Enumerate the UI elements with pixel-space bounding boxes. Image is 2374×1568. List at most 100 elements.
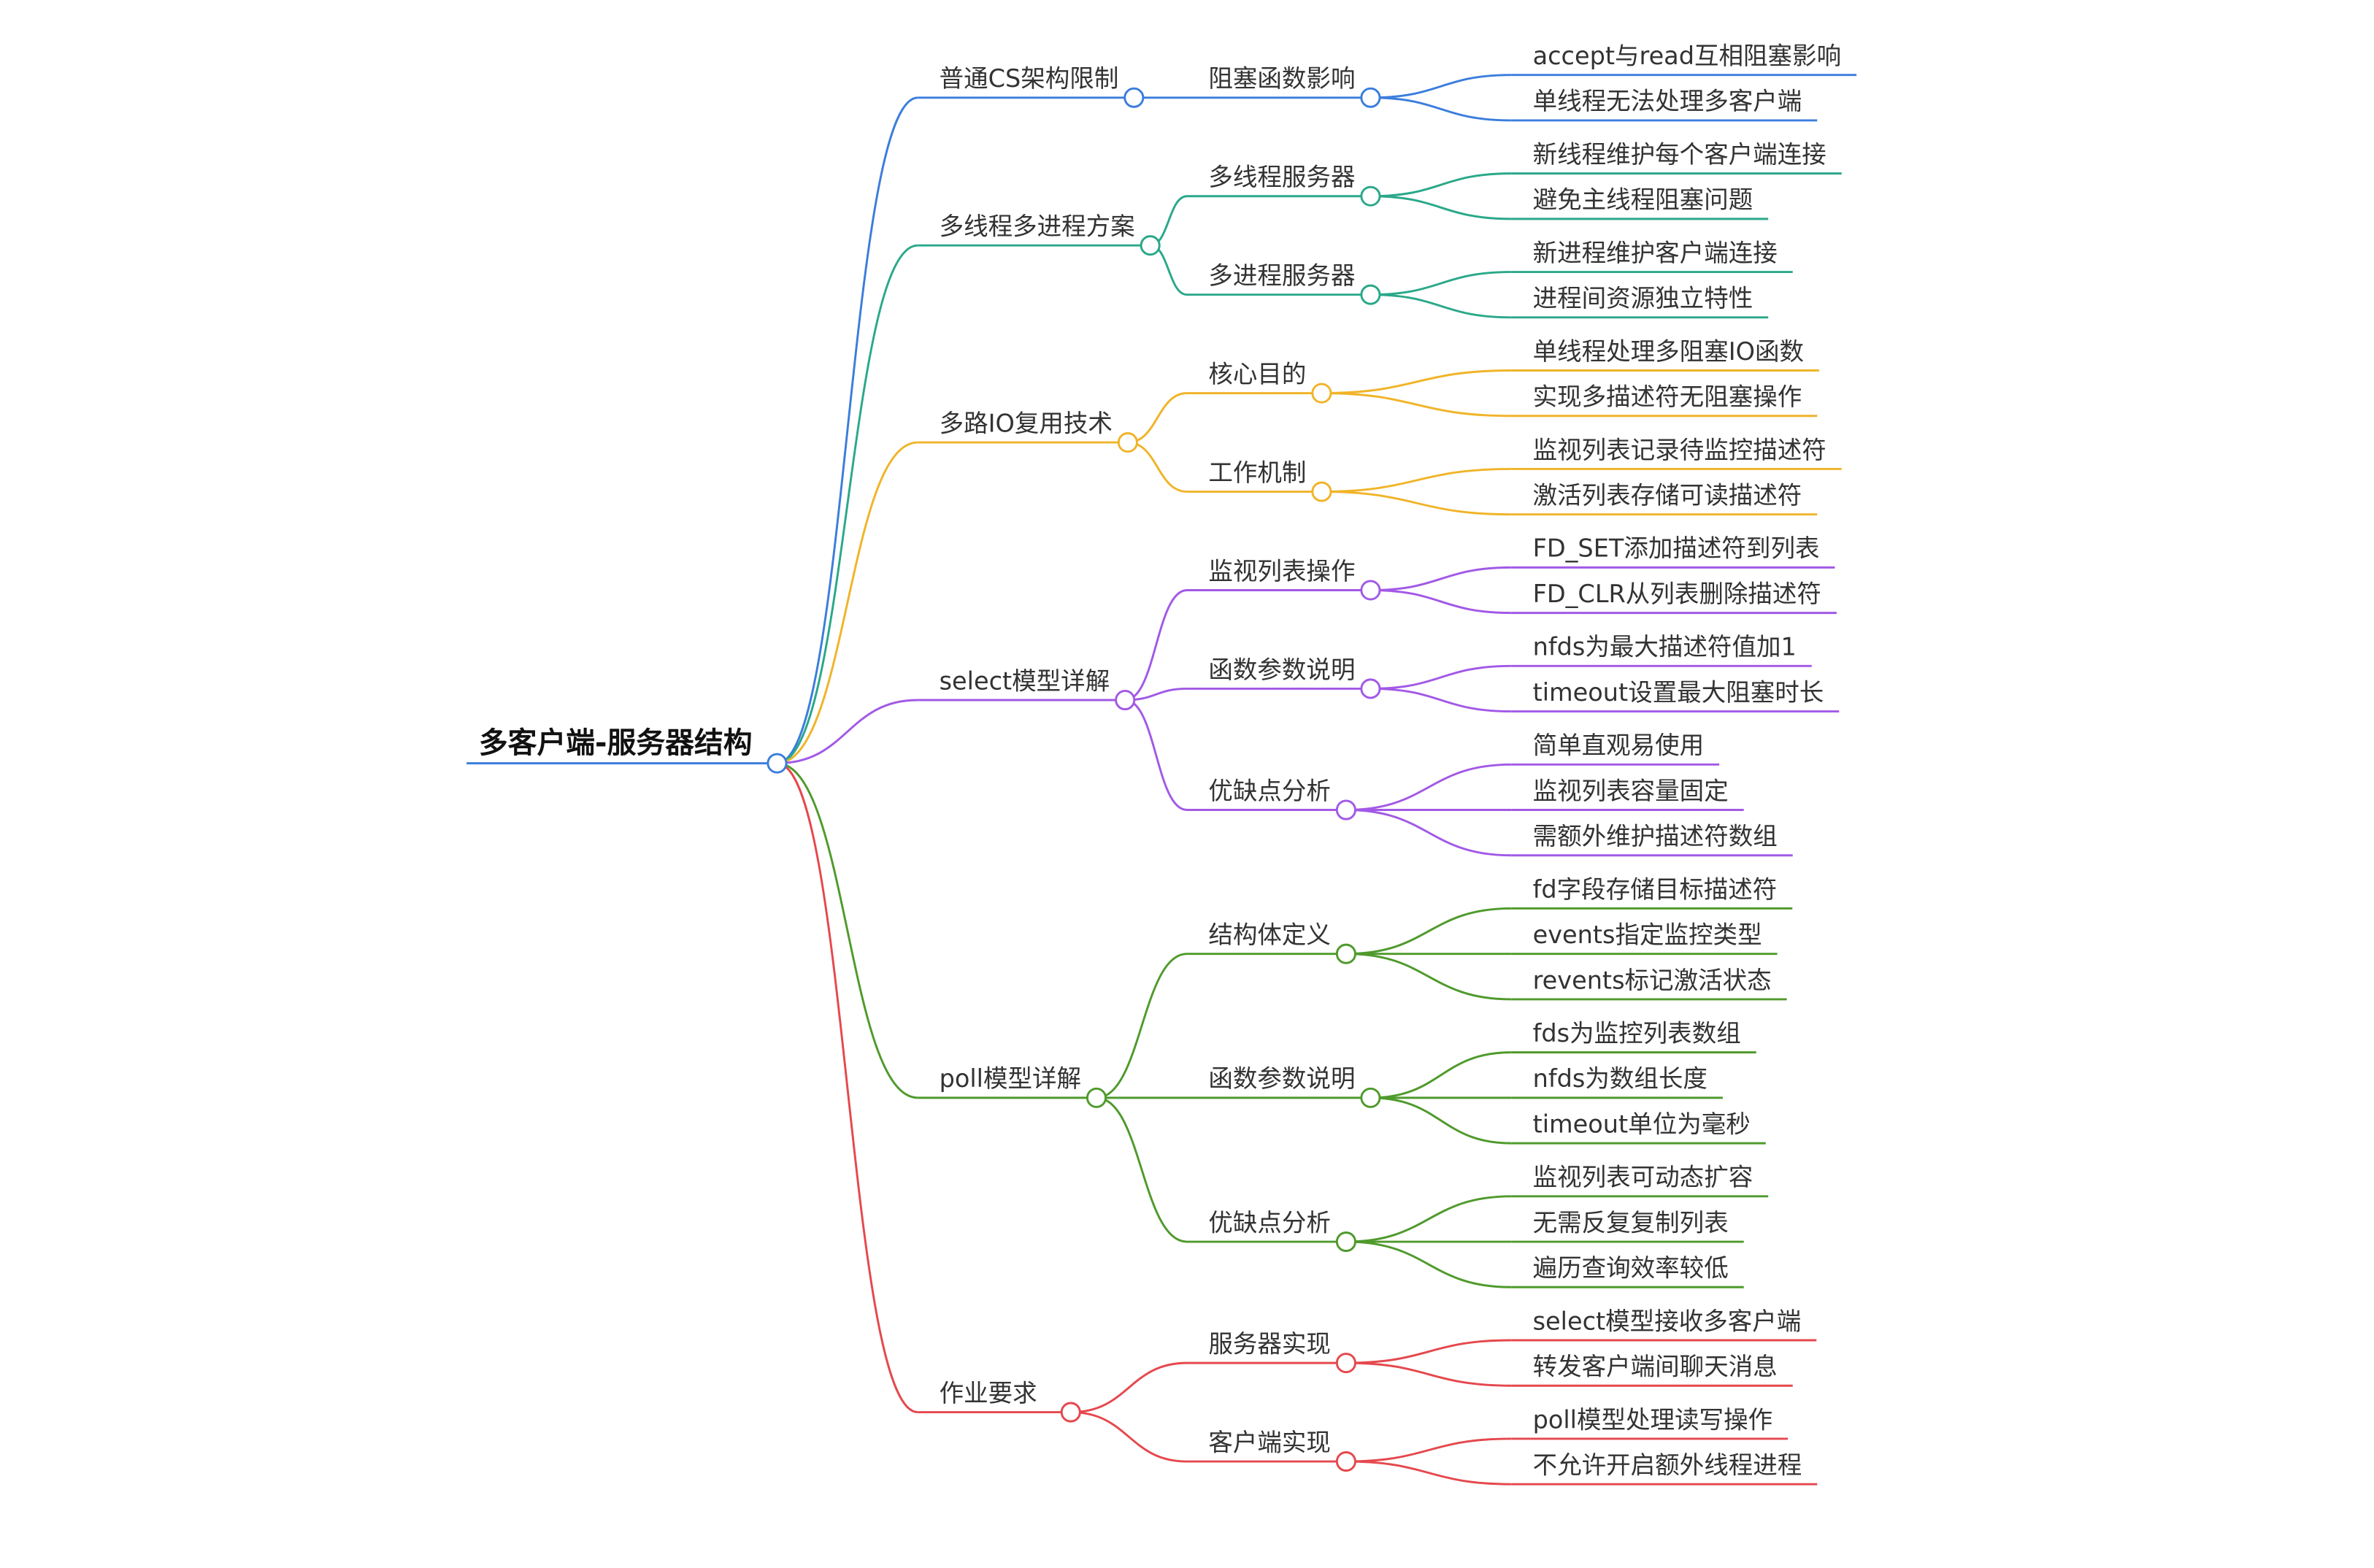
branch-3-label: select模型详解: [940, 666, 1110, 695]
branch-4-topic-2-leaf-1: 无需反复复制列表: [1533, 1208, 1729, 1237]
branch-0-label: 普通CS架构限制: [940, 64, 1119, 93]
branch-1-topic-0-leaf-1: 避免主线程阻塞问题: [1533, 185, 1753, 214]
branch-5-connector: [777, 762, 918, 1414]
branch-4-circle[interactable]: [1086, 1087, 1107, 1108]
branch-4-topic-1-circle[interactable]: [1360, 1087, 1381, 1108]
branch-5-topic-1-leaf-0: poll模型处理读写操作: [1533, 1405, 1773, 1434]
branch-5-topic-1-connector: [1070, 1411, 1188, 1463]
branch-4-topic-2-leaf-2: 遍历查询效率较低: [1533, 1254, 1729, 1283]
branch-1-topic-0-leaf-0-connector: [1370, 172, 1512, 198]
branch-3-topic-0-leaf-1: FD_CLR从列表删除描述符: [1533, 580, 1821, 608]
branch-1-topic-1-label: 多进程服务器: [1208, 261, 1355, 290]
branch-1-topic-0-leaf-1-connector: [1370, 195, 1512, 220]
branch-0-topic-0-leaf-1: 单线程无法处理多客户端: [1533, 87, 1802, 115]
branch-3-topic-1-leaf-0-connector: [1370, 664, 1512, 690]
branch-2-topic-1-leaf-1: 激活列表存储可读描述符: [1533, 481, 1802, 510]
branch-3-connector: [777, 699, 918, 765]
branch-1-topic-0-circle[interactable]: [1360, 185, 1381, 207]
branch-5-topic-0-leaf-0-connector: [1345, 1339, 1512, 1364]
branch-2-topic-0-label: 核心目的: [1208, 360, 1306, 388]
branch-2-circle[interactable]: [1117, 432, 1138, 453]
branch-2-topic-1-connector: [1127, 441, 1188, 493]
branch-4-topic-2-leaf-0-connector: [1345, 1195, 1512, 1243]
connector-lines: [466, 74, 1857, 1486]
branch-3-topic-0-leaf-1-connector: [1370, 589, 1512, 615]
branch-0-topic-0-circle[interactable]: [1360, 87, 1381, 108]
branch-3-topic-0-circle[interactable]: [1360, 580, 1381, 601]
root-node-circle[interactable]: [767, 753, 788, 774]
branch-5-topic-0-leaf-1: 转发客户端间聊天消息: [1533, 1353, 1778, 1381]
branch-0-topic-0-leaf-1-connector: [1370, 96, 1512, 122]
branch-5-circle[interactable]: [1060, 1402, 1081, 1423]
branch-4-topic-0-connector: [1096, 953, 1188, 1099]
branch-3-topic-0-connector: [1124, 589, 1188, 702]
branch-1-topic-0-leaf-0: 新线程维护每个客户端连接: [1533, 140, 1826, 169]
branch-1-circle[interactable]: [1140, 235, 1161, 256]
branch-3-topic-2-leaf-0-connector: [1345, 763, 1512, 811]
branch-4-topic-2-label: 优缺点分析: [1208, 1208, 1331, 1237]
branch-3-topic-2-leaf-2: 需额外维护描述符数组: [1533, 822, 1778, 850]
branch-2-topic-0-leaf-1-connector: [1321, 392, 1512, 418]
branch-2-topic-1-label: 工作机制: [1208, 458, 1306, 487]
branch-1-topic-1-circle[interactable]: [1360, 284, 1381, 305]
branch-4-topic-1-leaf-0: fds为监控列表数组: [1533, 1019, 1741, 1048]
branch-3-topic-2-leaf-2-connector: [1345, 809, 1512, 857]
branch-2-topic-0-connector: [1127, 392, 1188, 444]
branch-3-topic-1-circle[interactable]: [1360, 678, 1381, 699]
branch-4-topic-0-leaf-2-connector: [1345, 953, 1512, 1001]
branch-4-topic-0-leaf-2: revents标记激活状态: [1533, 966, 1772, 994]
branch-2-topic-0-leaf-0: 单线程处理多阻塞IO函数: [1533, 337, 1804, 366]
branch-5-topic-0-leaf-0: select模型接收多客户端: [1533, 1307, 1802, 1335]
branch-4-topic-1-label: 函数参数说明: [1208, 1064, 1355, 1093]
branch-1-topic-1-leaf-0-connector: [1370, 271, 1512, 296]
branch-2-connector: [777, 441, 918, 765]
branch-4-topic-0-label: 结构体定义: [1208, 921, 1331, 949]
branch-5-topic-0-connector: [1070, 1361, 1188, 1414]
branch-1-topic-0-label: 多线程服务器: [1208, 163, 1355, 191]
branch-1-label: 多线程多进程方案: [940, 212, 1135, 241]
branch-4-topic-1-leaf-2-connector: [1370, 1096, 1512, 1145]
branch-3-topic-0-label: 监视列表操作: [1208, 557, 1355, 585]
branch-3-topic-2-leaf-1: 监视列表容量固定: [1533, 777, 1729, 805]
branch-2-topic-1-leaf-0: 监视列表记录待监控描述符: [1533, 436, 1826, 464]
branch-2-topic-0-leaf-0-connector: [1321, 369, 1512, 395]
branch-1-topic-1-leaf-1: 进程间资源独立特性: [1533, 284, 1753, 312]
mindmap-nodes: 多客户端-服务器结构普通CS架构限制阻塞函数影响accept与read互相阻塞影…: [479, 42, 1841, 1479]
branch-3-topic-0-leaf-0-connector: [1370, 566, 1512, 591]
branch-3-circle[interactable]: [1115, 689, 1136, 711]
branch-0-topic-0-leaf-0: accept与read互相阻塞影响: [1533, 42, 1842, 70]
branch-2-topic-0-circle[interactable]: [1311, 383, 1332, 404]
branch-0-topic-0-leaf-0-connector: [1370, 74, 1512, 99]
branch-2-label: 多路IO复用技术: [940, 409, 1113, 437]
branch-5-topic-1-leaf-1: 不允许开启额外线程进程: [1533, 1450, 1802, 1479]
branch-2-topic-1-circle[interactable]: [1311, 481, 1332, 502]
branch-5-topic-1-label: 客户端实现: [1208, 1428, 1331, 1456]
branch-1-topic-1-leaf-1-connector: [1370, 293, 1512, 319]
branch-4-topic-2-connector: [1096, 1096, 1188, 1243]
branch-5-topic-0-circle[interactable]: [1335, 1353, 1356, 1374]
branch-5-topic-0-leaf-1-connector: [1345, 1361, 1512, 1387]
branch-3-topic-1-leaf-1-connector: [1370, 687, 1512, 713]
branch-3-topic-2-circle[interactable]: [1335, 799, 1356, 820]
branch-4-connector: [777, 762, 918, 1099]
branch-4-topic-1-leaf-0-connector: [1370, 1051, 1512, 1099]
branch-4-label: poll模型详解: [940, 1064, 1081, 1093]
branch-4-topic-2-leaf-2-connector: [1345, 1240, 1512, 1288]
branch-3-topic-1-leaf-1: timeout设置最大阻塞时长: [1533, 678, 1824, 707]
branch-0-connector: [777, 96, 918, 765]
branch-0-circle[interactable]: [1123, 87, 1145, 108]
branch-4-topic-1-leaf-1: nfds为数组长度: [1533, 1064, 1707, 1093]
branch-4-topic-0-leaf-0: fd字段存储目标描述符: [1533, 875, 1778, 904]
branch-4-topic-0-circle[interactable]: [1335, 943, 1356, 964]
branch-2-topic-1-leaf-0-connector: [1321, 467, 1512, 493]
branch-4-topic-0-leaf-0-connector: [1345, 907, 1512, 956]
branch-4-topic-1-leaf-2: timeout单位为毫秒: [1533, 1110, 1751, 1138]
branch-3-topic-2-leaf-0: 简单直观易使用: [1533, 731, 1705, 760]
branch-5-topic-0-label: 服务器实现: [1208, 1329, 1331, 1358]
branch-4-topic-2-leaf-0: 监视列表可动态扩容: [1533, 1163, 1753, 1191]
branch-1-connector: [777, 244, 918, 765]
branch-4-topic-0-leaf-1: events指定监控类型: [1533, 921, 1762, 949]
branch-5-topic-1-circle[interactable]: [1335, 1451, 1356, 1472]
branch-4-topic-2-circle[interactable]: [1335, 1231, 1356, 1253]
